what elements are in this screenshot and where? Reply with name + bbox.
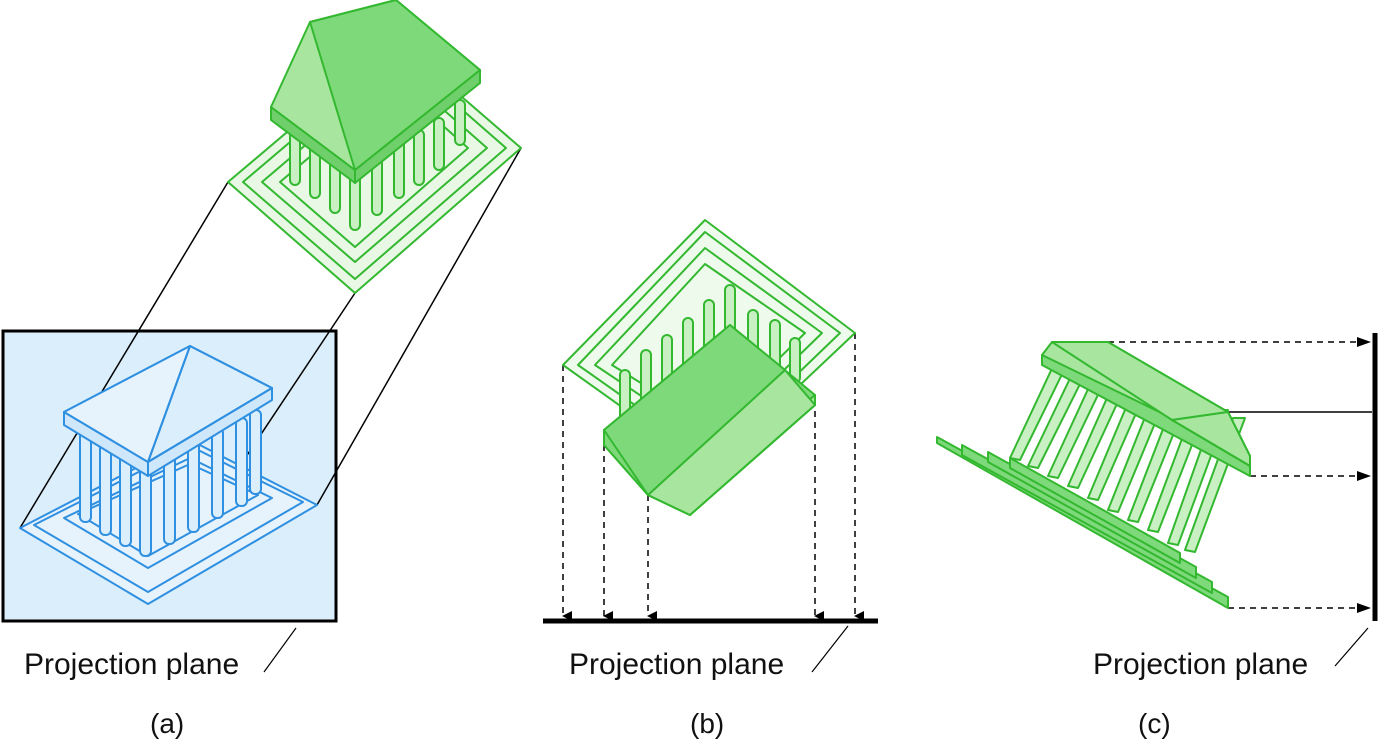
temple-object-c bbox=[936, 341, 1251, 609]
panel-b bbox=[543, 219, 878, 624]
plane-label-c: Projection plane bbox=[1093, 648, 1309, 681]
plane-label-b: Projection plane bbox=[569, 648, 785, 681]
projected-temple-blue bbox=[19, 345, 318, 605]
panel-label-a: (a) bbox=[150, 708, 185, 739]
temple-object-a bbox=[227, 0, 522, 294]
temple-object-b bbox=[562, 219, 856, 516]
panel-label-c: (c) bbox=[1138, 708, 1171, 739]
panel-label-b: (b) bbox=[690, 708, 725, 739]
panel-a bbox=[1, 147, 522, 623]
panel-c bbox=[936, 333, 1378, 621]
projector-lines-c bbox=[1108, 337, 1372, 613]
projector-lines-b bbox=[562, 333, 864, 621]
plane-label-a: Projection plane bbox=[24, 648, 240, 681]
label-leaders bbox=[263, 625, 1369, 673]
